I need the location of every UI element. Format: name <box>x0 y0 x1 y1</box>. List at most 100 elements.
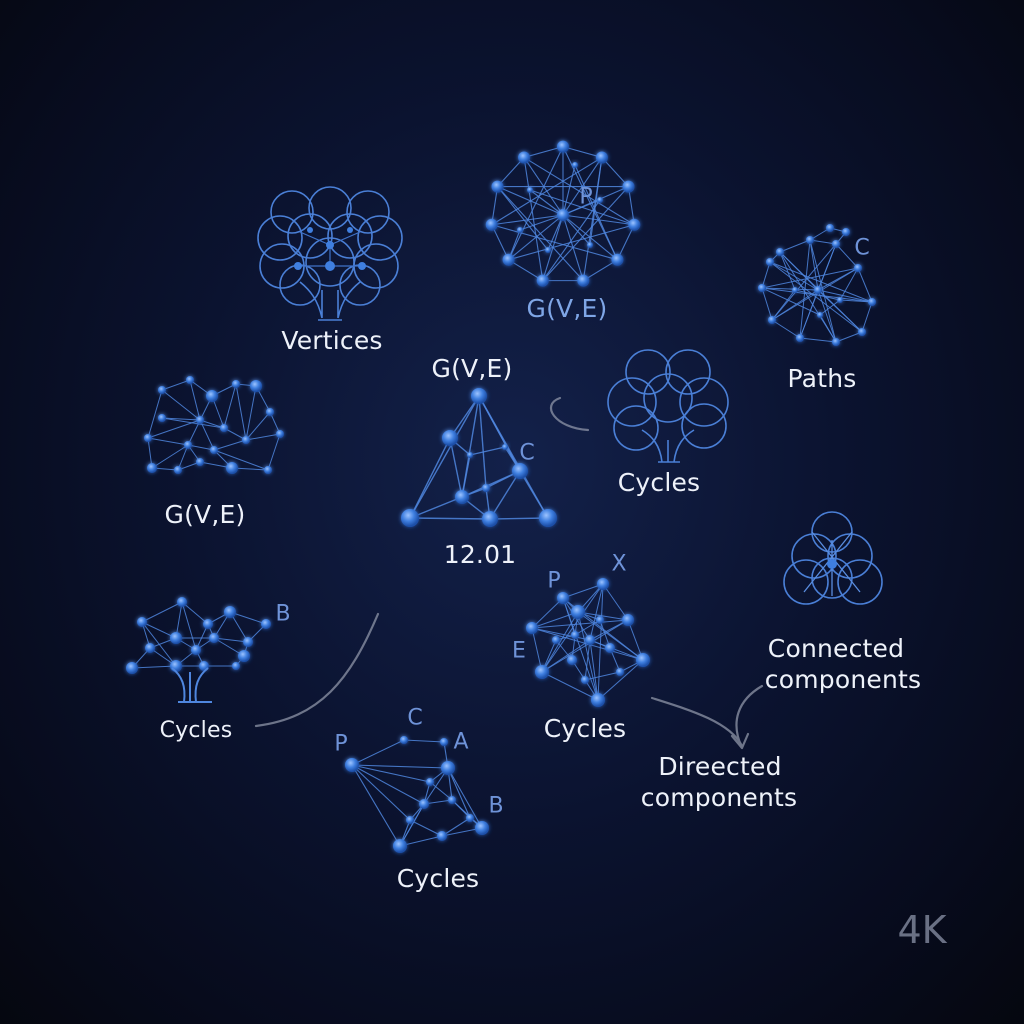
graph-edge <box>181 601 197 651</box>
graph-node <box>758 284 766 292</box>
graph-edge <box>761 287 821 316</box>
graph-edge <box>542 214 564 281</box>
letter-mid-p: P <box>547 568 561 594</box>
graph-node <box>232 380 240 388</box>
graph-edge <box>213 637 249 643</box>
graph-node <box>571 605 585 619</box>
graph-edge <box>779 251 796 291</box>
graph-node <box>567 655 577 665</box>
graph-node <box>441 761 455 775</box>
graph-node <box>526 622 538 634</box>
graph-node <box>832 338 840 346</box>
graph-edge <box>447 767 483 829</box>
graph-edge <box>489 517 549 520</box>
graph-node <box>406 816 414 824</box>
network-graph-left <box>144 376 284 474</box>
letter-bottom-p: P <box>334 731 348 757</box>
graph-edge <box>531 627 591 641</box>
graph-node <box>491 180 504 193</box>
graph-node <box>440 738 448 746</box>
label-directed-line1: Direected <box>658 752 782 781</box>
graph-node <box>518 151 531 164</box>
graph-node <box>605 643 615 653</box>
label-cycles-tree-right: Cycles <box>617 468 701 497</box>
graph-edge <box>584 639 591 681</box>
graph-edge <box>147 437 189 446</box>
graph-edge <box>562 164 576 216</box>
graph-edge <box>245 385 257 441</box>
graph-edge <box>231 467 269 471</box>
graph-node <box>266 408 274 416</box>
graph-edge <box>627 619 644 661</box>
graph-node <box>622 614 634 626</box>
graph-node <box>186 376 194 384</box>
label-gve-center: G(V,E) <box>431 354 513 383</box>
graph-edge <box>794 289 841 301</box>
label-connected-line1: Connected <box>767 634 905 663</box>
graph-edge <box>771 319 801 339</box>
graph-node <box>174 466 182 474</box>
graph-edge <box>817 289 837 343</box>
graph-edge <box>582 259 618 282</box>
graph-node <box>585 635 595 645</box>
graph-node <box>535 665 549 679</box>
graph-edge <box>529 189 564 216</box>
graph-edge <box>562 214 584 281</box>
graph-node <box>475 821 489 835</box>
graph-node <box>224 606 236 618</box>
graph-edge <box>835 331 863 343</box>
label-gve-left: G(V,E) <box>164 500 246 529</box>
graph-edge <box>441 817 471 837</box>
graph-node <box>426 778 434 786</box>
graph-edge <box>141 621 177 639</box>
network-graph-cycles-middle <box>526 578 650 707</box>
graph-node <box>502 444 508 450</box>
graph-node <box>482 484 490 492</box>
graph-node <box>536 274 549 287</box>
graph-edge <box>161 417 201 421</box>
graph-edge <box>399 835 443 847</box>
graph-edge <box>508 259 544 282</box>
graph-edge <box>577 611 644 661</box>
graph-edge <box>562 214 618 261</box>
graph-edge <box>799 239 811 339</box>
graph-edge <box>761 261 771 289</box>
graph-node <box>455 490 469 504</box>
circle-cluster-connected <box>783 511 883 605</box>
graph-edge <box>141 621 177 667</box>
graph-edge <box>519 470 549 519</box>
graph-node <box>595 151 608 164</box>
graph-edge <box>491 214 564 226</box>
graph-node <box>448 796 456 804</box>
graph-edge <box>857 267 873 303</box>
graph-edge <box>478 395 487 489</box>
graph-edge <box>602 583 629 621</box>
graph-node <box>485 218 498 231</box>
graph-node <box>250 380 262 392</box>
tree-trunk <box>171 667 212 703</box>
graph-edge <box>429 781 453 801</box>
graph-edge <box>541 671 599 701</box>
graph-edge <box>531 627 543 673</box>
graph-edge <box>351 764 411 821</box>
graph-node <box>768 316 776 324</box>
graph-node <box>145 643 155 653</box>
graph-node <box>622 180 635 193</box>
letter-top-p: P <box>579 184 593 210</box>
graph-edge <box>761 287 773 321</box>
graph-edge <box>409 496 463 519</box>
graph-edge <box>589 639 599 701</box>
graph-edge <box>449 395 480 439</box>
graph-node <box>611 253 624 266</box>
graph-edge <box>491 224 510 261</box>
graph-edge <box>779 239 811 253</box>
graph-node <box>552 636 560 644</box>
graph-edge <box>589 157 603 246</box>
graph-edge <box>562 146 603 158</box>
graph-edge <box>409 517 491 520</box>
graph-edge <box>531 611 579 629</box>
graph-edge <box>616 224 635 261</box>
graph-node <box>196 416 204 424</box>
graph-edge <box>541 611 579 673</box>
